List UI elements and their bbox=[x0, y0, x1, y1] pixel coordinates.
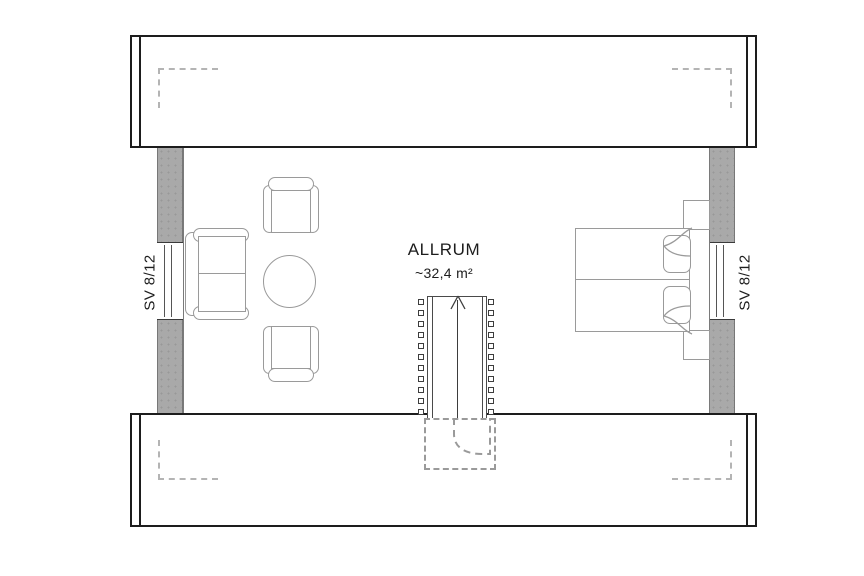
stair-tread bbox=[488, 354, 494, 360]
armchair-bottom-seat bbox=[271, 326, 311, 369]
stair-tread bbox=[488, 387, 494, 393]
corner-marker-line-vertical bbox=[730, 68, 732, 108]
stair-tread bbox=[418, 409, 424, 415]
stair-tread bbox=[488, 398, 494, 404]
stair-tread bbox=[418, 310, 424, 316]
nightstand-bottom bbox=[683, 330, 710, 360]
room-label-group: ALLRUM ~32,4 m² bbox=[374, 240, 514, 281]
sv-label-right-wrap: SV 8/12 bbox=[705, 247, 785, 317]
window-left bbox=[157, 242, 183, 320]
sv-label-left-wrap: SV 8/12 bbox=[110, 247, 190, 317]
stair-tread bbox=[418, 398, 424, 404]
corner-marker-line-horizontal bbox=[672, 478, 732, 480]
bed-mattress-fold-line bbox=[575, 279, 690, 281]
sv-label-left: SV 8/12 bbox=[141, 253, 159, 311]
corner-marker-line-vertical bbox=[158, 68, 160, 108]
window-right-glazing bbox=[715, 245, 724, 317]
knee-wall-left-interior-face bbox=[183, 148, 184, 413]
knee-wall-left-lower bbox=[157, 320, 183, 413]
staircase-stringer-right bbox=[482, 296, 483, 418]
stair-tread bbox=[488, 343, 494, 349]
stair-tread bbox=[418, 354, 424, 360]
stair-tread bbox=[418, 321, 424, 327]
armchair-bottom-backrest bbox=[268, 368, 314, 382]
corner-marker-bottom-left bbox=[158, 440, 218, 480]
window-left-glazing bbox=[163, 245, 172, 317]
corner-marker-line-horizontal bbox=[672, 68, 732, 70]
room-area-label: ~32,4 m² bbox=[414, 265, 474, 281]
roof-band-top bbox=[130, 35, 757, 148]
room-name-label: ALLRUM bbox=[407, 240, 481, 259]
roof-band-bottom-inner-edge-right bbox=[746, 415, 748, 525]
bed-duvet-folds bbox=[662, 227, 693, 335]
stair-tread bbox=[418, 332, 424, 338]
roof-band-top-inner-edge-left bbox=[139, 37, 141, 146]
stair-tread bbox=[488, 321, 494, 327]
staircase-lower-level-return bbox=[453, 418, 491, 455]
corner-marker-line-vertical bbox=[158, 440, 160, 480]
stair-tread bbox=[418, 343, 424, 349]
corner-marker-bottom-right bbox=[672, 440, 732, 480]
sv-label-right: SV 8/12 bbox=[736, 253, 754, 311]
stair-tread bbox=[488, 310, 494, 316]
corner-marker-line-vertical bbox=[730, 440, 732, 480]
stair-tread bbox=[418, 365, 424, 371]
window-right bbox=[709, 242, 735, 320]
knee-wall-right-lower bbox=[709, 320, 735, 413]
sofa-seat-divider bbox=[198, 273, 246, 275]
staircase-direction-arrow-head bbox=[450, 295, 466, 310]
stair-tread bbox=[488, 299, 494, 305]
stair-tread bbox=[488, 332, 494, 338]
nightstand-top bbox=[683, 200, 710, 230]
roof-band-bottom-inner-edge-left bbox=[139, 415, 141, 525]
staircase-lower-level-outline bbox=[424, 418, 496, 470]
knee-wall-right-interior-face bbox=[709, 148, 710, 413]
corner-marker-line-horizontal bbox=[158, 478, 218, 480]
coffee-table bbox=[263, 255, 316, 308]
corner-marker-top-right bbox=[672, 68, 732, 108]
stair-tread bbox=[418, 387, 424, 393]
armchair-top-seat bbox=[271, 190, 311, 233]
staircase-stringer-left bbox=[432, 296, 433, 418]
stair-tread bbox=[418, 376, 424, 382]
knee-wall-left-upper bbox=[157, 148, 183, 242]
stair-tread bbox=[488, 409, 494, 415]
roof-band-top-inner-edge-right bbox=[746, 37, 748, 146]
corner-marker-line-horizontal bbox=[158, 68, 218, 70]
stair-tread bbox=[488, 376, 494, 382]
corner-marker-top-left bbox=[158, 68, 218, 108]
stair-tread bbox=[488, 365, 494, 371]
staircase-treads-right bbox=[488, 299, 496, 417]
staircase-treads-left bbox=[418, 299, 426, 417]
staircase-direction-arrow-shaft bbox=[457, 300, 458, 418]
knee-wall-right-upper bbox=[709, 148, 735, 242]
stair-tread bbox=[418, 299, 424, 305]
armchair-top-backrest bbox=[268, 177, 314, 191]
